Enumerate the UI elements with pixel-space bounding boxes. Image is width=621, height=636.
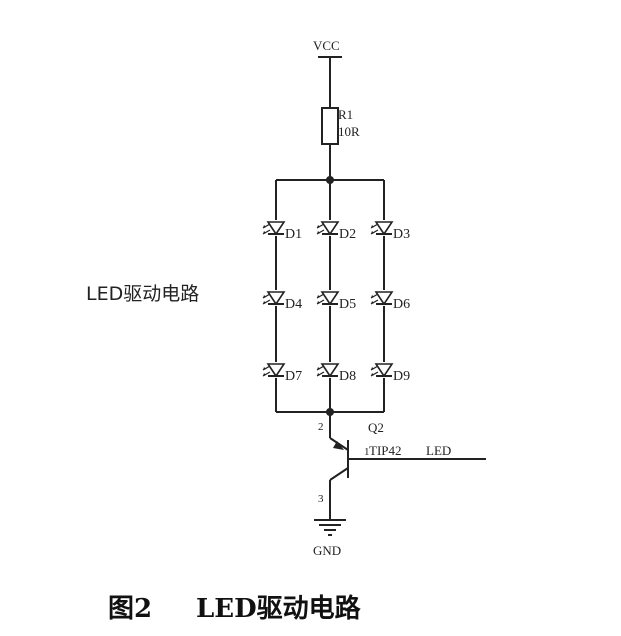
q2-lower-lead: [329, 467, 349, 481]
led-d4: D4: [262, 290, 302, 312]
q2-arrow-icon: [333, 441, 344, 450]
led-label: D8: [339, 369, 356, 384]
led-emission-arrowhead-icon: [263, 225, 266, 228]
led-triangle-icon: [320, 291, 340, 306]
led-emission-arrowhead-icon: [263, 231, 266, 234]
q2-pin3: 3: [318, 493, 324, 505]
led-label: D5: [339, 297, 356, 312]
led-label: D2: [339, 227, 356, 242]
led-d6: D6: [370, 290, 410, 312]
led-d9: D9: [370, 362, 410, 384]
led-emission-arrowhead-icon: [317, 295, 320, 298]
led-label: D4: [285, 297, 302, 312]
led-d8: D8: [316, 362, 356, 384]
q2-part: TIP42: [369, 443, 402, 458]
q2-pin1: 1: [364, 446, 370, 458]
q2-ref: Q2: [368, 420, 384, 435]
q2-pin2: 2: [318, 421, 324, 433]
vcc-label: VCC: [313, 38, 340, 53]
led-triangle-icon: [374, 221, 394, 236]
led-emission-arrowhead-icon: [371, 225, 374, 228]
led-triangle-icon: [266, 291, 286, 306]
led-emission-arrowhead-icon: [371, 373, 374, 376]
led-triangle-icon: [320, 363, 340, 378]
led-emission-arrowhead-icon: [317, 367, 320, 370]
led-d5: D5: [316, 290, 356, 312]
led-triangle-icon: [374, 363, 394, 378]
led-emission-arrowhead-icon: [371, 367, 374, 370]
led-emission-arrowhead-icon: [317, 231, 320, 234]
led-emission-arrowhead-icon: [263, 367, 266, 370]
net-label-led: LED: [426, 443, 451, 458]
r1-value: 10R: [338, 124, 360, 139]
led-d2: D2: [316, 220, 356, 242]
led-emission-arrowhead-icon: [263, 301, 266, 304]
led-d7: D7: [262, 362, 302, 384]
led-triangle-icon: [374, 291, 394, 306]
gnd-label: GND: [313, 543, 341, 558]
led-emission-arrowhead-icon: [263, 295, 266, 298]
caption-number: 图2: [108, 594, 152, 624]
led-triangle-icon: [320, 221, 340, 236]
side-label: LED驱动电路: [86, 283, 199, 305]
led-emission-arrowhead-icon: [317, 225, 320, 228]
led-triangle-icon: [266, 221, 286, 236]
led-d1: D1: [262, 220, 302, 242]
resistor-r1: [321, 107, 339, 145]
led-label: D9: [393, 369, 410, 384]
led-triangle-icon: [266, 363, 286, 378]
led-emission-arrowhead-icon: [371, 231, 374, 234]
led-emission-arrowhead-icon: [371, 295, 374, 298]
led-d3: D3: [370, 220, 410, 242]
led-emission-arrowhead-icon: [317, 373, 320, 376]
led-label: D3: [393, 227, 410, 242]
caption-text: LED驱动电路: [196, 593, 362, 624]
led-emission-arrowhead-icon: [263, 373, 266, 376]
led-emission-arrowhead-icon: [371, 301, 374, 304]
led-label: D7: [285, 369, 302, 384]
r1-ref: R1: [338, 107, 353, 122]
led-emission-arrowhead-icon: [317, 301, 320, 304]
led-label: D6: [393, 297, 410, 312]
led-label: D1: [285, 227, 302, 242]
